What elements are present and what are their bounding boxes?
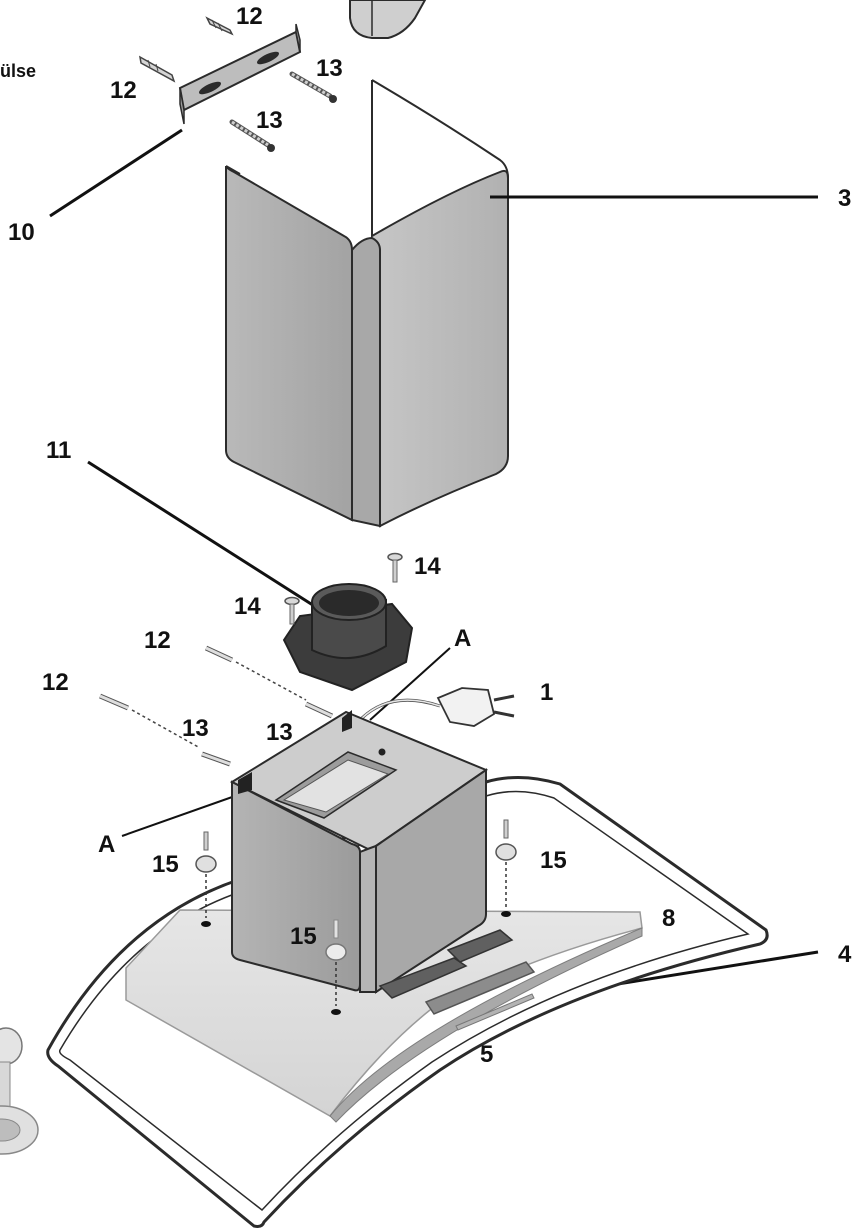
side-partial-fittings xyxy=(0,1027,39,1155)
callout-15-left: 15 xyxy=(152,851,179,878)
leader-A-bottom xyxy=(121,789,253,837)
callout-3: 3 xyxy=(838,185,851,212)
callout-14-lower: 14 xyxy=(234,593,261,620)
callout-12-top: 12 xyxy=(236,3,263,30)
callout-5: 5 xyxy=(480,1041,493,1068)
callout-12-left: 12 xyxy=(110,77,137,104)
callout-labels: 12 12 13 13 10 3 11 14 14 A 12 12 1 13 1… xyxy=(8,3,852,1068)
callout-15-center: 15 xyxy=(290,923,317,950)
callout-1: 1 xyxy=(540,679,553,706)
callout-15-right: 15 xyxy=(540,847,567,874)
callout-13-mid-left: 13 xyxy=(182,715,209,742)
wall-bracket xyxy=(178,23,302,125)
upper-chimney-section xyxy=(349,0,427,39)
callout-14-upper: 14 xyxy=(414,553,441,580)
side-fasteners xyxy=(99,645,334,767)
leader-10 xyxy=(49,128,183,218)
callout-12-left-mid: 12 xyxy=(42,669,69,696)
callout-A-lower: A xyxy=(98,831,115,858)
collar-screw-14a xyxy=(387,552,403,583)
collar-screw-14b xyxy=(284,596,300,625)
callout-13-mid-right: 13 xyxy=(266,719,293,746)
lower-chimney xyxy=(225,79,509,528)
callout-12-mid: 12 xyxy=(144,627,171,654)
callout-13-lower: 13 xyxy=(256,107,283,134)
callout-13-right: 13 xyxy=(316,55,343,82)
motor-housing xyxy=(229,710,489,994)
duct-collar xyxy=(282,583,414,692)
top-screw-13a xyxy=(289,71,337,103)
callout-10: 10 xyxy=(8,219,35,246)
power-cord-plug xyxy=(360,687,515,727)
callout-8: 8 xyxy=(662,905,675,932)
partial-label-text: ülse xyxy=(0,61,36,81)
top-screw-13b xyxy=(229,119,275,152)
control-panel-strip xyxy=(424,961,536,1031)
mount-screw-15c xyxy=(325,919,347,1015)
top-wall-plug-12b xyxy=(139,55,176,83)
callout-4: 4 xyxy=(838,941,852,968)
callout-A-upper: A xyxy=(454,625,471,652)
leader-lines xyxy=(49,128,819,992)
leader-11 xyxy=(87,460,353,632)
top-wall-plug-12a xyxy=(205,16,234,36)
leader-A-top xyxy=(369,647,451,721)
callout-11: 11 xyxy=(46,437,71,464)
mount-screw-15b xyxy=(495,819,517,917)
mount-screw-15a xyxy=(195,831,217,927)
filter-supports xyxy=(378,929,514,999)
